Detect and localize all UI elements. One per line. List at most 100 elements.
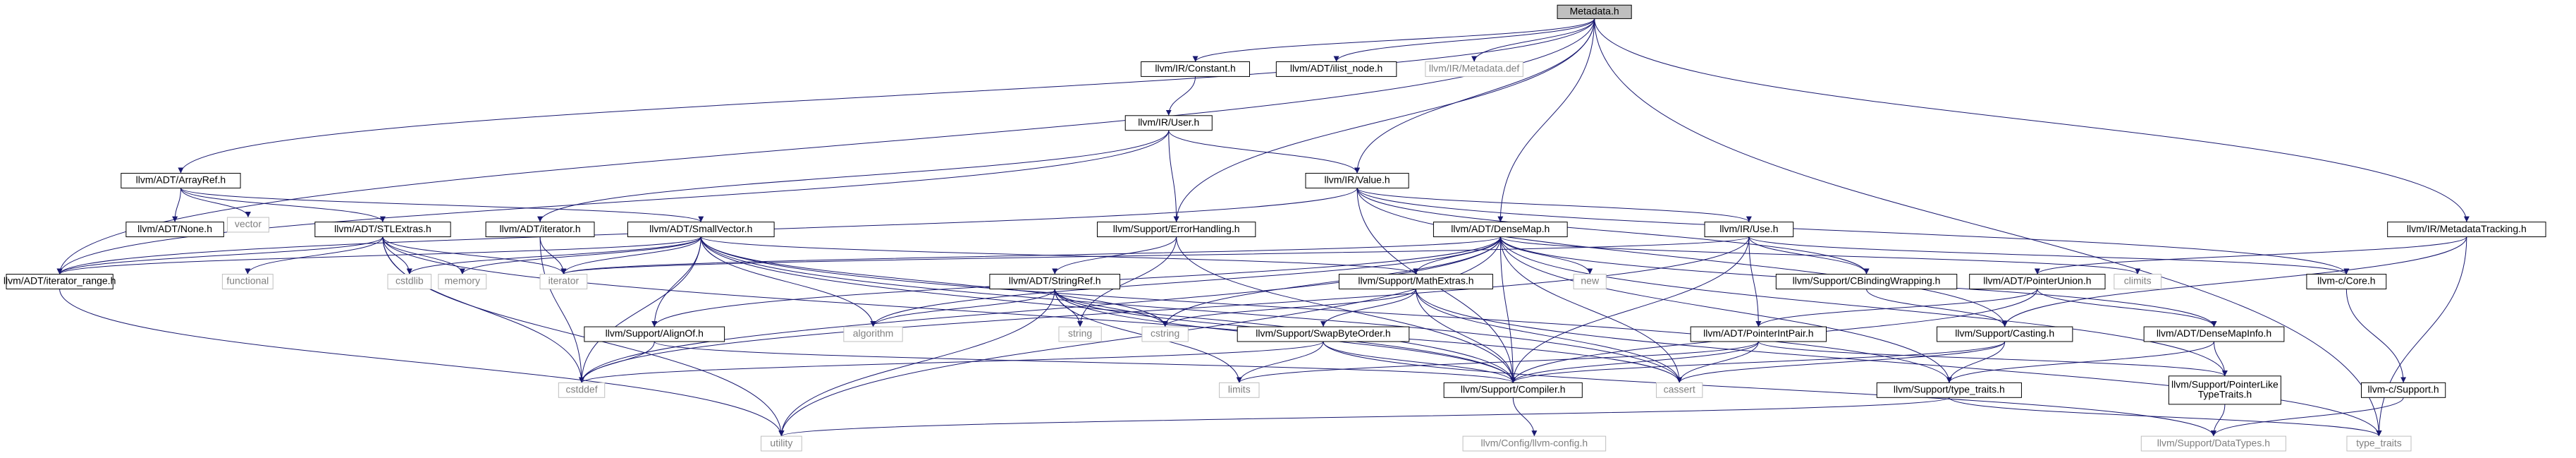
edge-adt_pointerintpair-to-cassert (1676, 341, 1759, 383)
edge-support_cbindingwrapping-to-support_casting (1866, 289, 2008, 327)
node-box (989, 274, 1121, 289)
edge-adt_stringref-to-string (1054, 289, 1084, 327)
dependency-edges (56, 18, 2470, 437)
node-box (1690, 326, 1827, 342)
edge-adt_densemap-to-cstring (1162, 236, 1501, 327)
node-support-mathextras[interactable]: llvm/Support/MathExtras.h (1338, 274, 1493, 289)
node-label: llvm/ADT/iterator.h (499, 223, 580, 234)
node-adt-densemap[interactable]: llvm/ADT/DenseMap.h (1433, 222, 1568, 238)
edge-adt_densemap-to-algorithm (870, 236, 1501, 327)
node-adt-none[interactable]: llvm/ADT/None.h (125, 222, 224, 238)
edge-ir_use-to-iterator (560, 236, 1750, 275)
node-box (539, 274, 588, 289)
node-label: llvm/Support/ErrorHandling.h (1113, 223, 1240, 234)
node-label: llvm/ADT/STLExtras.h (334, 223, 431, 234)
node-box (2168, 375, 2281, 405)
edge-adt_densemap-to-climits (1499, 236, 2140, 275)
node-llvm-c-support[interactable]: llvm-c/Support.h (2361, 382, 2446, 398)
node-adt-ilist-node[interactable]: llvm/ADT/ilist_node.h (1275, 61, 1397, 77)
edge-adt_densemapinfo-to-support_pointerliketypetraits (2214, 341, 2228, 376)
edge-support_type_traits-to-utility (778, 397, 1950, 437)
node-label: llvm-c/Support.h (2368, 384, 2439, 395)
node-label: llvm/Support/Casting.h (1955, 327, 2054, 339)
node-ir-constant[interactable]: llvm/IR/Constant.h (1141, 61, 1251, 77)
node-ir-value[interactable]: llvm/IR/Value.h (1305, 173, 1409, 188)
node-label: llvm/ADT/ArrayRef.h (136, 174, 226, 186)
node-label: llvm/IR/Metadata.def (1429, 63, 1519, 74)
node-ir-user[interactable]: llvm/IR/User.h (1124, 115, 1213, 131)
node-adt-arrayref[interactable]: llvm/ADT/ArrayRef.h (121, 173, 241, 188)
node-support-casting[interactable]: llvm/Support/Casting.h (1937, 326, 2073, 342)
edge-adt_stlextras-to-memory (382, 236, 465, 275)
node-box (1124, 115, 1213, 131)
edge-ir_use-to-support_compiler (1510, 236, 1750, 383)
node-label: llvm/IR/Constant.h (1155, 63, 1235, 74)
node-box (387, 274, 432, 289)
edge-adt_stlextras-to-iterator (382, 236, 567, 275)
node-adt-densemapinfo[interactable]: llvm/ADT/DenseMapInfo.h (2143, 326, 2285, 342)
edge-adt_smallvector-to-adt_iterator_range (56, 236, 701, 275)
edge-support_alignof-to-cstddef (579, 341, 655, 383)
node-support-type-traits[interactable]: llvm/Support/type_traits.h (1876, 382, 2022, 398)
edge-adt_arrayref-to-adt_smallvector (180, 188, 704, 223)
node-adt-iterator[interactable]: llvm/ADT/iterator.h (485, 222, 595, 238)
node-support-errorhandling[interactable]: llvm/Support/ErrorHandling.h (1096, 222, 1256, 238)
node-adt-iterator-range[interactable]: llvm/ADT/iterator_range.h (4, 274, 116, 289)
edge-metadata_h-to-ir_constant (1192, 18, 1595, 62)
node-support-cbindingwrapping[interactable]: llvm/Support/CBindingWrapping.h (1775, 274, 1958, 289)
edge-support_mathextras-to-support_swapbyteorder (1320, 289, 1416, 327)
node-box (1937, 326, 2073, 342)
edge-metadata_h-to-ir_value (1354, 18, 1595, 174)
edge-adt_stlextras-to-cstddef (382, 236, 585, 383)
edge-ir_use-to-adt_pointerintpair (1748, 236, 1762, 327)
edge-adt_densemap-to-support_type_traits (1499, 236, 1952, 383)
node-support-compiler[interactable]: llvm/Support/Compiler.h (1443, 382, 1583, 398)
edge-metadata_h-to-ir_metadatatracking (1594, 18, 2470, 222)
edge-support_mathextras-to-type_traits (1415, 289, 2382, 437)
edge-adt_iterator_range-to-utility (59, 289, 785, 437)
node-llvm-c-core[interactable]: llvm-c/Core.h (2306, 274, 2387, 289)
node-adt-smallvector[interactable]: llvm/ADT/SmallVector.h (627, 222, 775, 238)
node-ir-use[interactable]: llvm/IR/Use.h (1704, 222, 1794, 238)
edge-adt_densemap-to-cstddef (579, 236, 1501, 383)
node-adt-stringref[interactable]: llvm/ADT/StringRef.h (989, 274, 1121, 289)
node-box (1573, 274, 1607, 289)
edge-adt_arrayref-to-vector (180, 188, 251, 218)
node-box (2361, 382, 2446, 398)
node-box (1058, 326, 1102, 342)
edge-support_errorhandling-to-string (1077, 236, 1177, 327)
edge-ir_user-to-adt_iterator_range (56, 130, 1170, 275)
edge-adt_densemap-to-cassert (1499, 236, 1683, 383)
node-label: llvm/ADT/iterator_range.h (4, 275, 116, 287)
edge-ir_use-to-cstddef (579, 236, 1750, 383)
edge-adt_smallvector-to-support_alignof (651, 236, 701, 327)
edge-adt_smallvector-to-support_mathextras (700, 236, 1419, 275)
edge-ir_value-to-llvm_c_core (1356, 188, 2350, 275)
node-metadata-h[interactable]: Metadata.h (1557, 4, 1632, 19)
edge-metadata_h-to-adt_ilist_node (1333, 18, 1595, 62)
edge-support_casting-to-cassert (1676, 341, 2006, 383)
node-adt-pointerunion[interactable]: llvm/ADT/PointerUnion.h (1969, 274, 2106, 289)
node-label: llvm/ADT/SmallVector.h (649, 223, 752, 234)
node-support-swapbyteorder[interactable]: llvm/Support/SwapByteOrder.h (1237, 326, 1410, 342)
node-label: cassert (1664, 384, 1695, 395)
node-label: TypeTraits.h (2198, 389, 2252, 400)
node-adt-stlextras[interactable]: llvm/ADT/STLExtras.h (314, 222, 451, 238)
node-support-alignof[interactable]: llvm/Support/AlignOf.h (584, 326, 725, 342)
node-box (1433, 222, 1568, 238)
edge-support_errorhandling-to-adt_stringref (1052, 236, 1177, 275)
node-label: llvm-c/Core.h (2317, 275, 2375, 287)
edge-ir_use-to-support_cbindingwrapping (1748, 236, 1870, 275)
node-label: llvm/Support/AlignOf.h (606, 327, 704, 339)
edge-ir_user-to-support_errorhandling (1168, 130, 1179, 222)
node-climits: climits (2114, 274, 2162, 289)
node-label: llvm/Support/Compiler.h (1461, 384, 1566, 395)
edge-adt_smallvector-to-cstdlib (406, 236, 701, 275)
node-ir-metadatatracking[interactable]: llvm/IR/MetadataTracking.h (2387, 222, 2546, 238)
edge-adt_pointerunion-to-adt_densemapinfo (2037, 289, 2217, 327)
edge-adt_densemap-to-support_pointerliketypetraits (1499, 236, 2228, 376)
node-box (1775, 274, 1958, 289)
edge-ir_value-to-support_casting (1356, 188, 2008, 327)
node-adt-pointerintpair[interactable]: llvm/ADT/PointerIntPair.h (1690, 326, 1827, 342)
